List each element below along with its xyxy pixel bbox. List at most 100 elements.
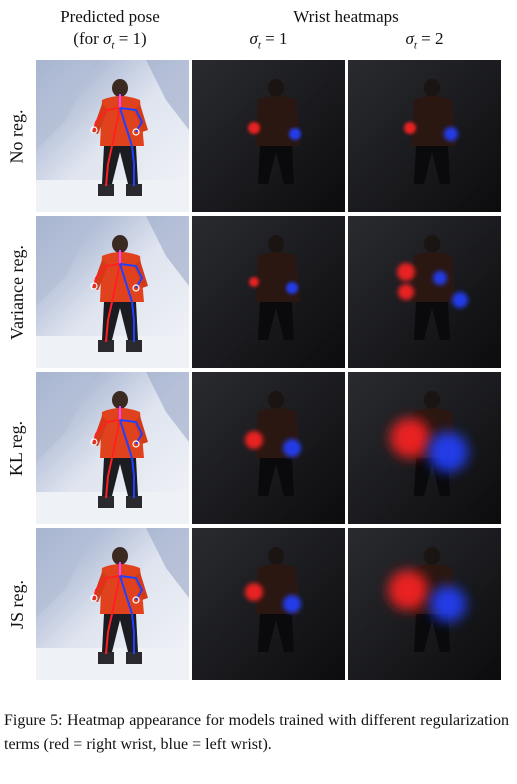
left-wrist-heat	[286, 282, 298, 294]
pose-right-leg	[105, 263, 121, 343]
faint-body	[256, 252, 300, 302]
skier-pants	[102, 458, 138, 496]
snow-shadow	[36, 216, 96, 306]
panel-no-reg-pose	[36, 60, 189, 212]
pose-image	[36, 216, 189, 368]
panel-kl-reg-heatmap-sigma-2	[348, 372, 501, 524]
skier-head	[112, 547, 128, 565]
left-wrist-heat	[283, 595, 301, 613]
row-label-kl-reg: KL reg.	[6, 420, 27, 476]
snow-shadow	[36, 528, 96, 618]
left-wrist-heat	[289, 128, 301, 140]
pose-left-arm	[119, 575, 144, 601]
skier-jacket	[100, 96, 144, 146]
skier-pants	[102, 302, 138, 340]
left-wrist-heat	[444, 127, 458, 141]
right-wrist-heat	[245, 583, 263, 601]
row-label-js-reg: JS reg.	[6, 579, 27, 629]
panel-kl-reg-pose	[36, 372, 189, 524]
header-predicted-pose-line1: Predicted pose	[60, 7, 160, 26]
faint-head	[268, 235, 284, 253]
panel-js-reg-pose	[36, 528, 189, 680]
header-wrist-heatmaps: Wrist heatmaps	[293, 7, 399, 26]
right-wrist-heat	[248, 122, 260, 134]
faint-head	[268, 547, 284, 565]
snow-shadow	[36, 372, 96, 462]
snow-shadow	[36, 60, 96, 150]
skier-jacket	[100, 252, 144, 302]
faint-legs	[414, 302, 450, 340]
faint-legs	[258, 146, 294, 184]
pose-right-arm	[93, 107, 121, 131]
faint-head	[424, 391, 440, 409]
left-wrist-heat	[283, 439, 301, 457]
skier-head	[112, 235, 128, 253]
skier-left-boot	[98, 652, 114, 664]
right-wrist-heat	[388, 570, 428, 610]
header-sigma-2: σt = 2	[405, 29, 444, 52]
right-wrist-heat	[245, 431, 263, 449]
heatmap-image	[348, 372, 501, 524]
header-sigma-1: σt = 1	[249, 29, 288, 52]
faint-legs	[258, 302, 294, 340]
right-wrist-heat	[397, 263, 415, 281]
pose-right-wrist-marker	[90, 126, 98, 134]
heatmap-image	[192, 372, 345, 524]
faint-head	[424, 79, 440, 97]
pose-right-leg	[105, 107, 121, 187]
row-label-no-reg: No reg.	[6, 109, 27, 163]
pose-left-leg	[119, 107, 135, 186]
heatmap-image	[192, 216, 345, 368]
pose-left-wrist-marker	[132, 284, 140, 292]
panel-js-reg-heatmap-sigma-1	[192, 528, 345, 680]
pose-left-arm	[119, 107, 144, 133]
left-wrist-heat-secondary	[452, 292, 468, 308]
right-wrist-heat	[249, 277, 259, 287]
header-predicted-pose-line2: (for σt = 1)	[73, 29, 147, 52]
skier-right-boot	[126, 496, 142, 508]
faint-body	[256, 96, 300, 146]
faint-legs	[414, 614, 450, 652]
faint-head	[268, 79, 284, 97]
skier-jacket	[100, 564, 144, 614]
row-label-variance-reg: Variance reg.	[6, 244, 27, 340]
pose-image	[36, 528, 189, 680]
skier-pants	[102, 146, 138, 184]
pose-left-wrist-marker	[132, 440, 140, 448]
figure-caption: Figure 5: Heatmap appearance for models …	[4, 712, 509, 753]
pose-right-leg	[105, 575, 121, 655]
skier-right-boot	[126, 652, 142, 664]
skier-jacket	[100, 408, 144, 458]
right-wrist-heat	[390, 418, 430, 458]
pose-right-wrist-marker	[90, 594, 98, 602]
rock-shadow	[146, 528, 189, 598]
faint-head	[424, 235, 440, 253]
pose-left-leg	[119, 419, 135, 498]
faint-legs	[258, 458, 294, 496]
skier-left-boot	[98, 184, 114, 196]
skier-head	[112, 391, 128, 409]
right-wrist-heat	[404, 122, 416, 134]
pose-left-wrist-marker	[132, 596, 140, 604]
faint-head	[268, 391, 284, 409]
left-wrist-heat	[433, 271, 447, 285]
pose-right-arm	[93, 263, 121, 287]
skier-right-boot	[126, 184, 142, 196]
panel-no-reg-heatmap-sigma-1	[192, 60, 345, 212]
heatmap-image	[348, 60, 501, 212]
skier-left-boot	[98, 496, 114, 508]
heatmap-image	[192, 528, 345, 680]
panel-variance-reg-heatmap-sigma-1	[192, 216, 345, 368]
pose-left-wrist-marker	[132, 128, 140, 136]
left-wrist-heat	[428, 432, 468, 472]
panel-variance-reg-heatmap-sigma-2	[348, 216, 501, 368]
pose-right-arm	[93, 575, 121, 599]
skier-pants	[102, 614, 138, 652]
panel-js-reg-heatmap-sigma-2	[348, 528, 501, 680]
skier-right-boot	[126, 340, 142, 352]
pose-right-arm	[93, 419, 121, 443]
left-wrist-heat	[430, 586, 466, 622]
heatmap-image	[348, 528, 501, 680]
panel-variance-reg-pose	[36, 216, 189, 368]
pose-right-wrist-marker	[90, 282, 98, 290]
